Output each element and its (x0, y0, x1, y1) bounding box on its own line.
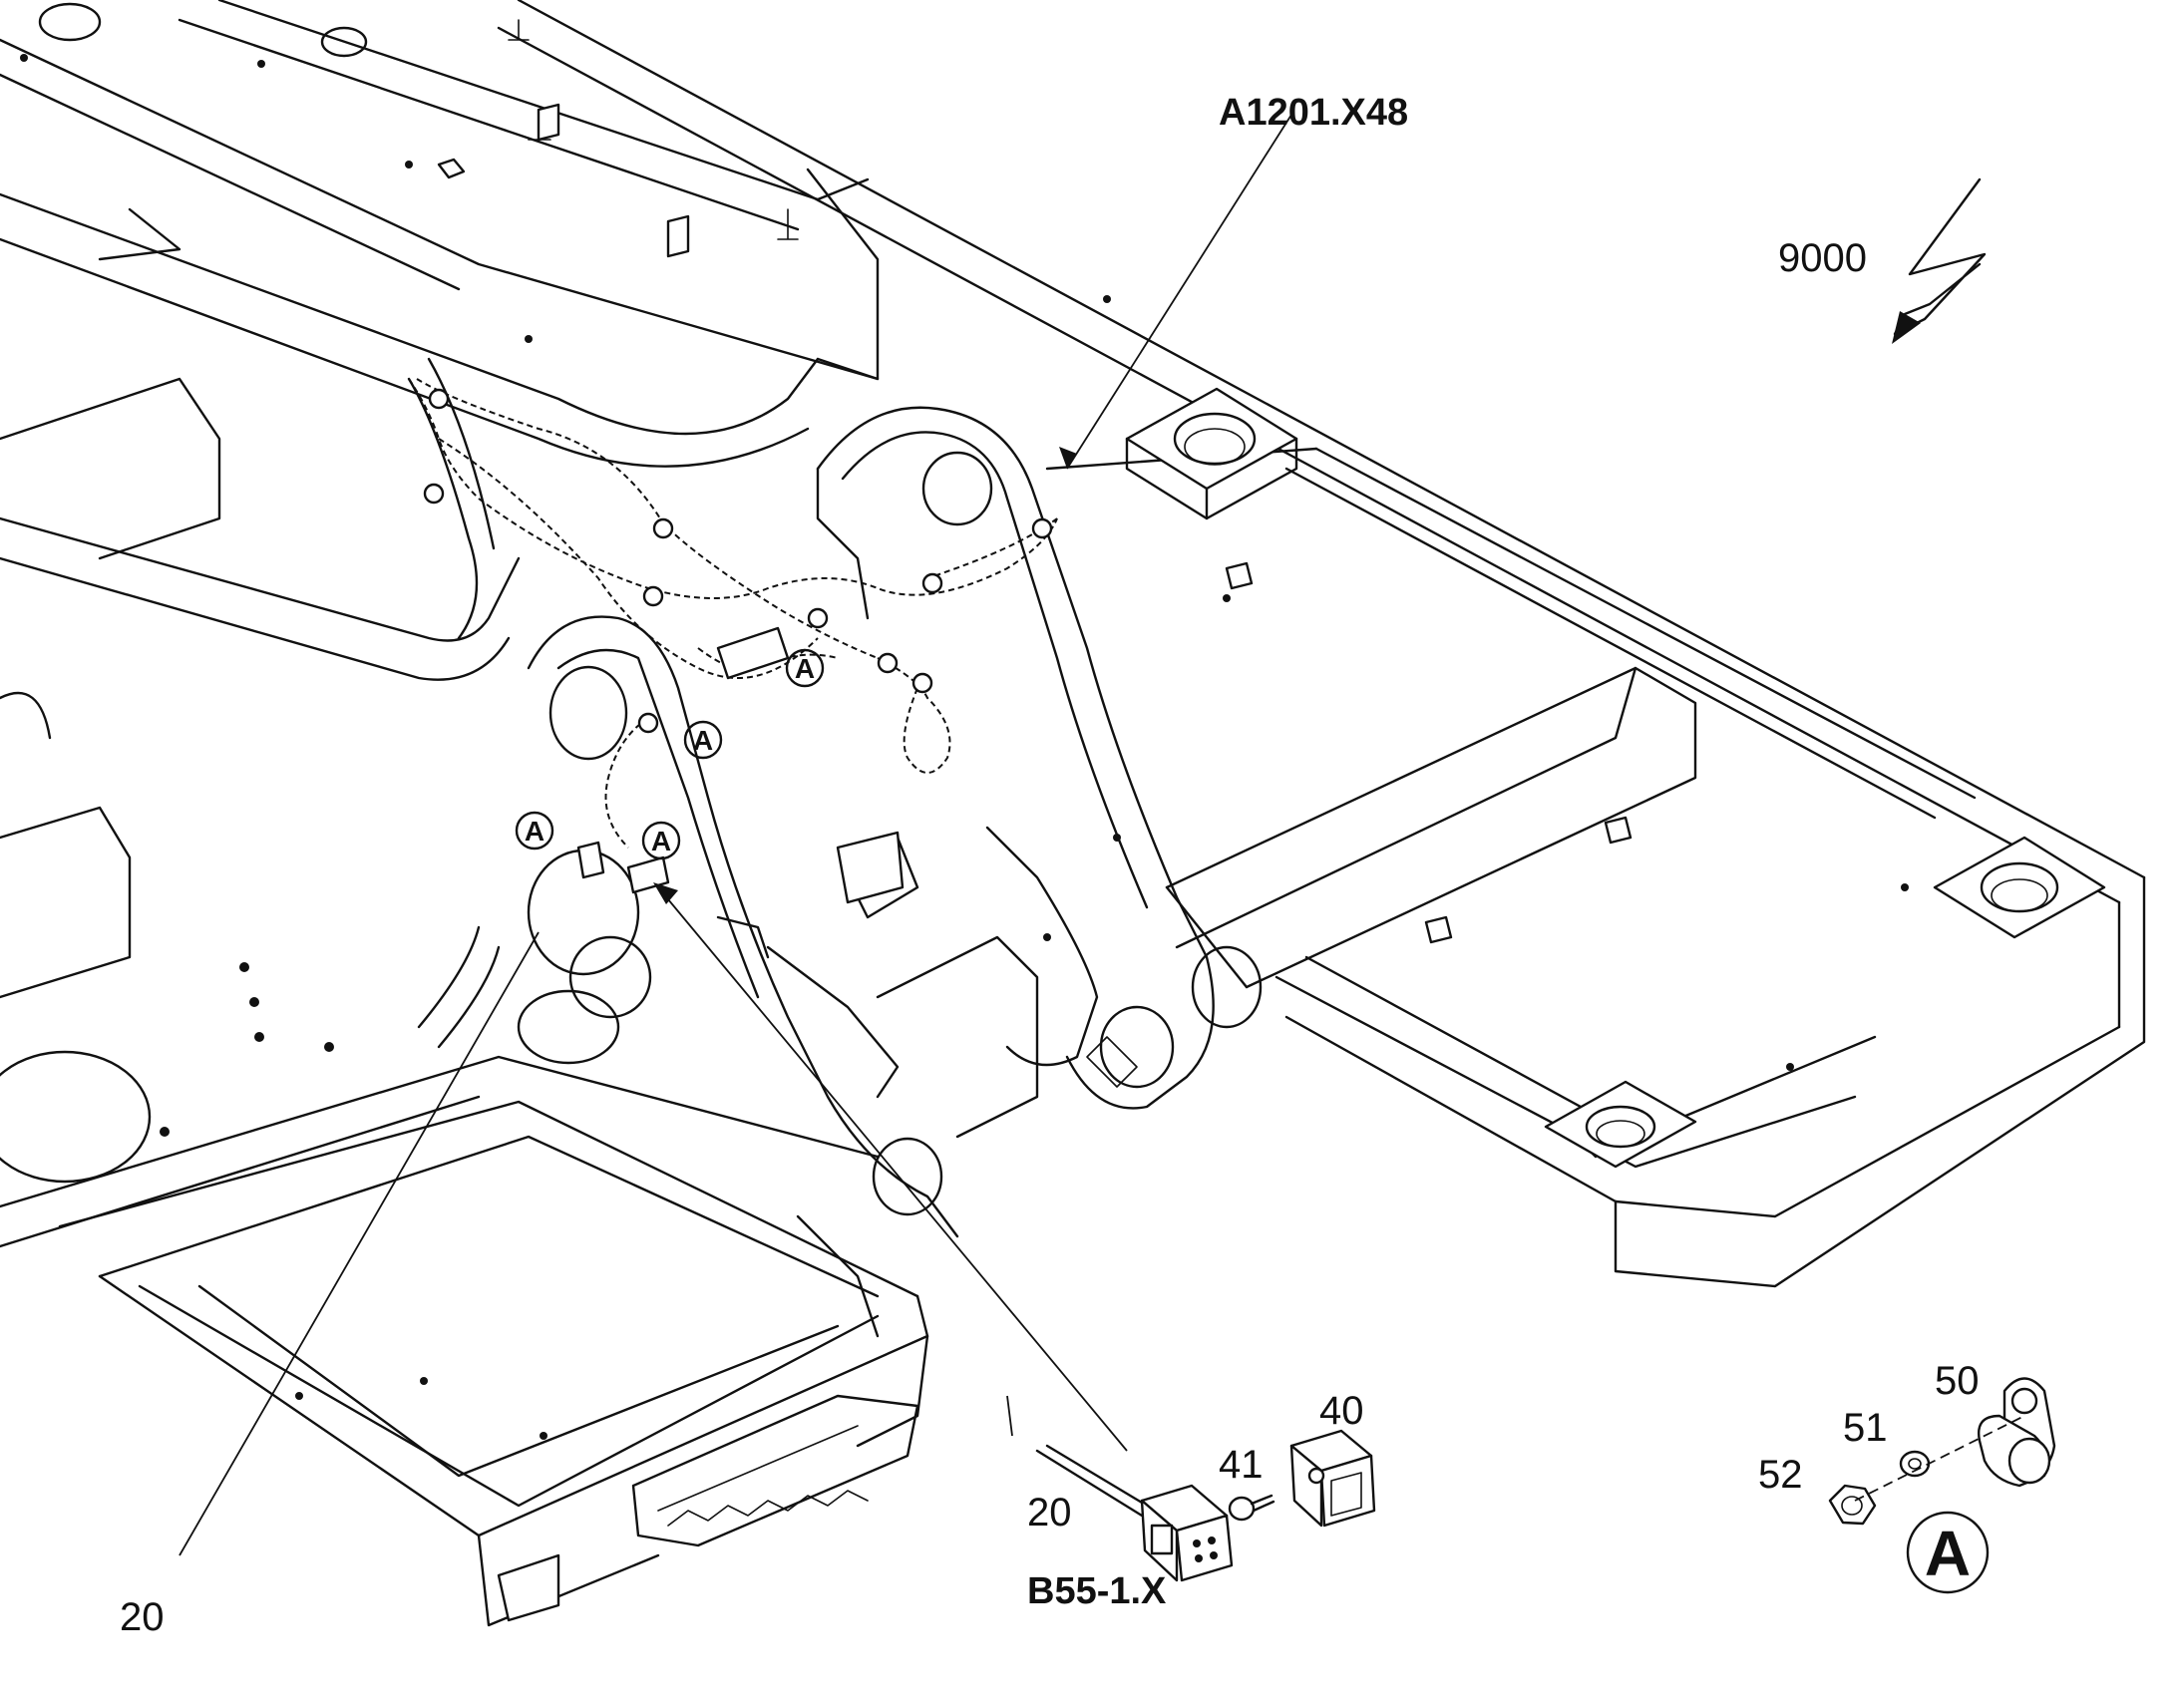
fastener-dots (20, 19, 1909, 1440)
lightning-bolt-icon (1893, 177, 1987, 336)
nut-52-part (1828, 1484, 1877, 1526)
harness-clips (423, 388, 1053, 734)
callout-a-3-letter: A (525, 816, 545, 847)
label-a1201-x48: A1201.X48 (1219, 92, 1408, 134)
callout-a-1: A (785, 648, 825, 688)
lightning-bolt-arrowhead-icon (1892, 311, 1921, 344)
screw-41-part (1228, 1494, 1275, 1522)
mounting-pad-bottom (1544, 1080, 1697, 1169)
upper-frame (0, 0, 880, 681)
sensor-cable-loop (527, 841, 670, 976)
label-20-left: 20 (120, 1595, 165, 1639)
connector-b55-part (1035, 1444, 1234, 1582)
callout-a-4: A (641, 821, 681, 860)
holder-40-part (1289, 1429, 1376, 1528)
label-41: 41 (1219, 1443, 1264, 1487)
callout-a-4-letter: A (651, 826, 671, 856)
boom-bracket (527, 406, 1263, 1338)
cable-harness (408, 378, 1058, 849)
label-52: 52 (1758, 1453, 1803, 1497)
callout-a-detail-letter: A (1925, 1518, 1971, 1589)
washer-51-part (1899, 1450, 1931, 1478)
callout-a-2-letter: A (693, 725, 713, 756)
mounting-pad-right (1933, 836, 2106, 939)
callout-a-detail: A (1906, 1511, 1990, 1594)
label-20-part: 20 (1027, 1491, 1072, 1535)
cross-beams (1045, 447, 1977, 1169)
callout-a-1-letter: A (795, 653, 815, 684)
callout-a-3: A (515, 811, 554, 851)
left-deck (0, 691, 929, 1627)
leader-lines (179, 114, 1292, 1556)
label-40: 40 (1319, 1389, 1364, 1433)
clip-50-part (1978, 1377, 2056, 1488)
label-b55-1-x: B55-1.X (1027, 1570, 1167, 1612)
mounting-pad-top (1125, 387, 1298, 520)
callout-a-2: A (683, 720, 723, 760)
outer-rail (497, 0, 2146, 1288)
label-51: 51 (1843, 1406, 1888, 1450)
label-9000: 9000 (1778, 236, 1867, 280)
label-50: 50 (1935, 1359, 1980, 1403)
